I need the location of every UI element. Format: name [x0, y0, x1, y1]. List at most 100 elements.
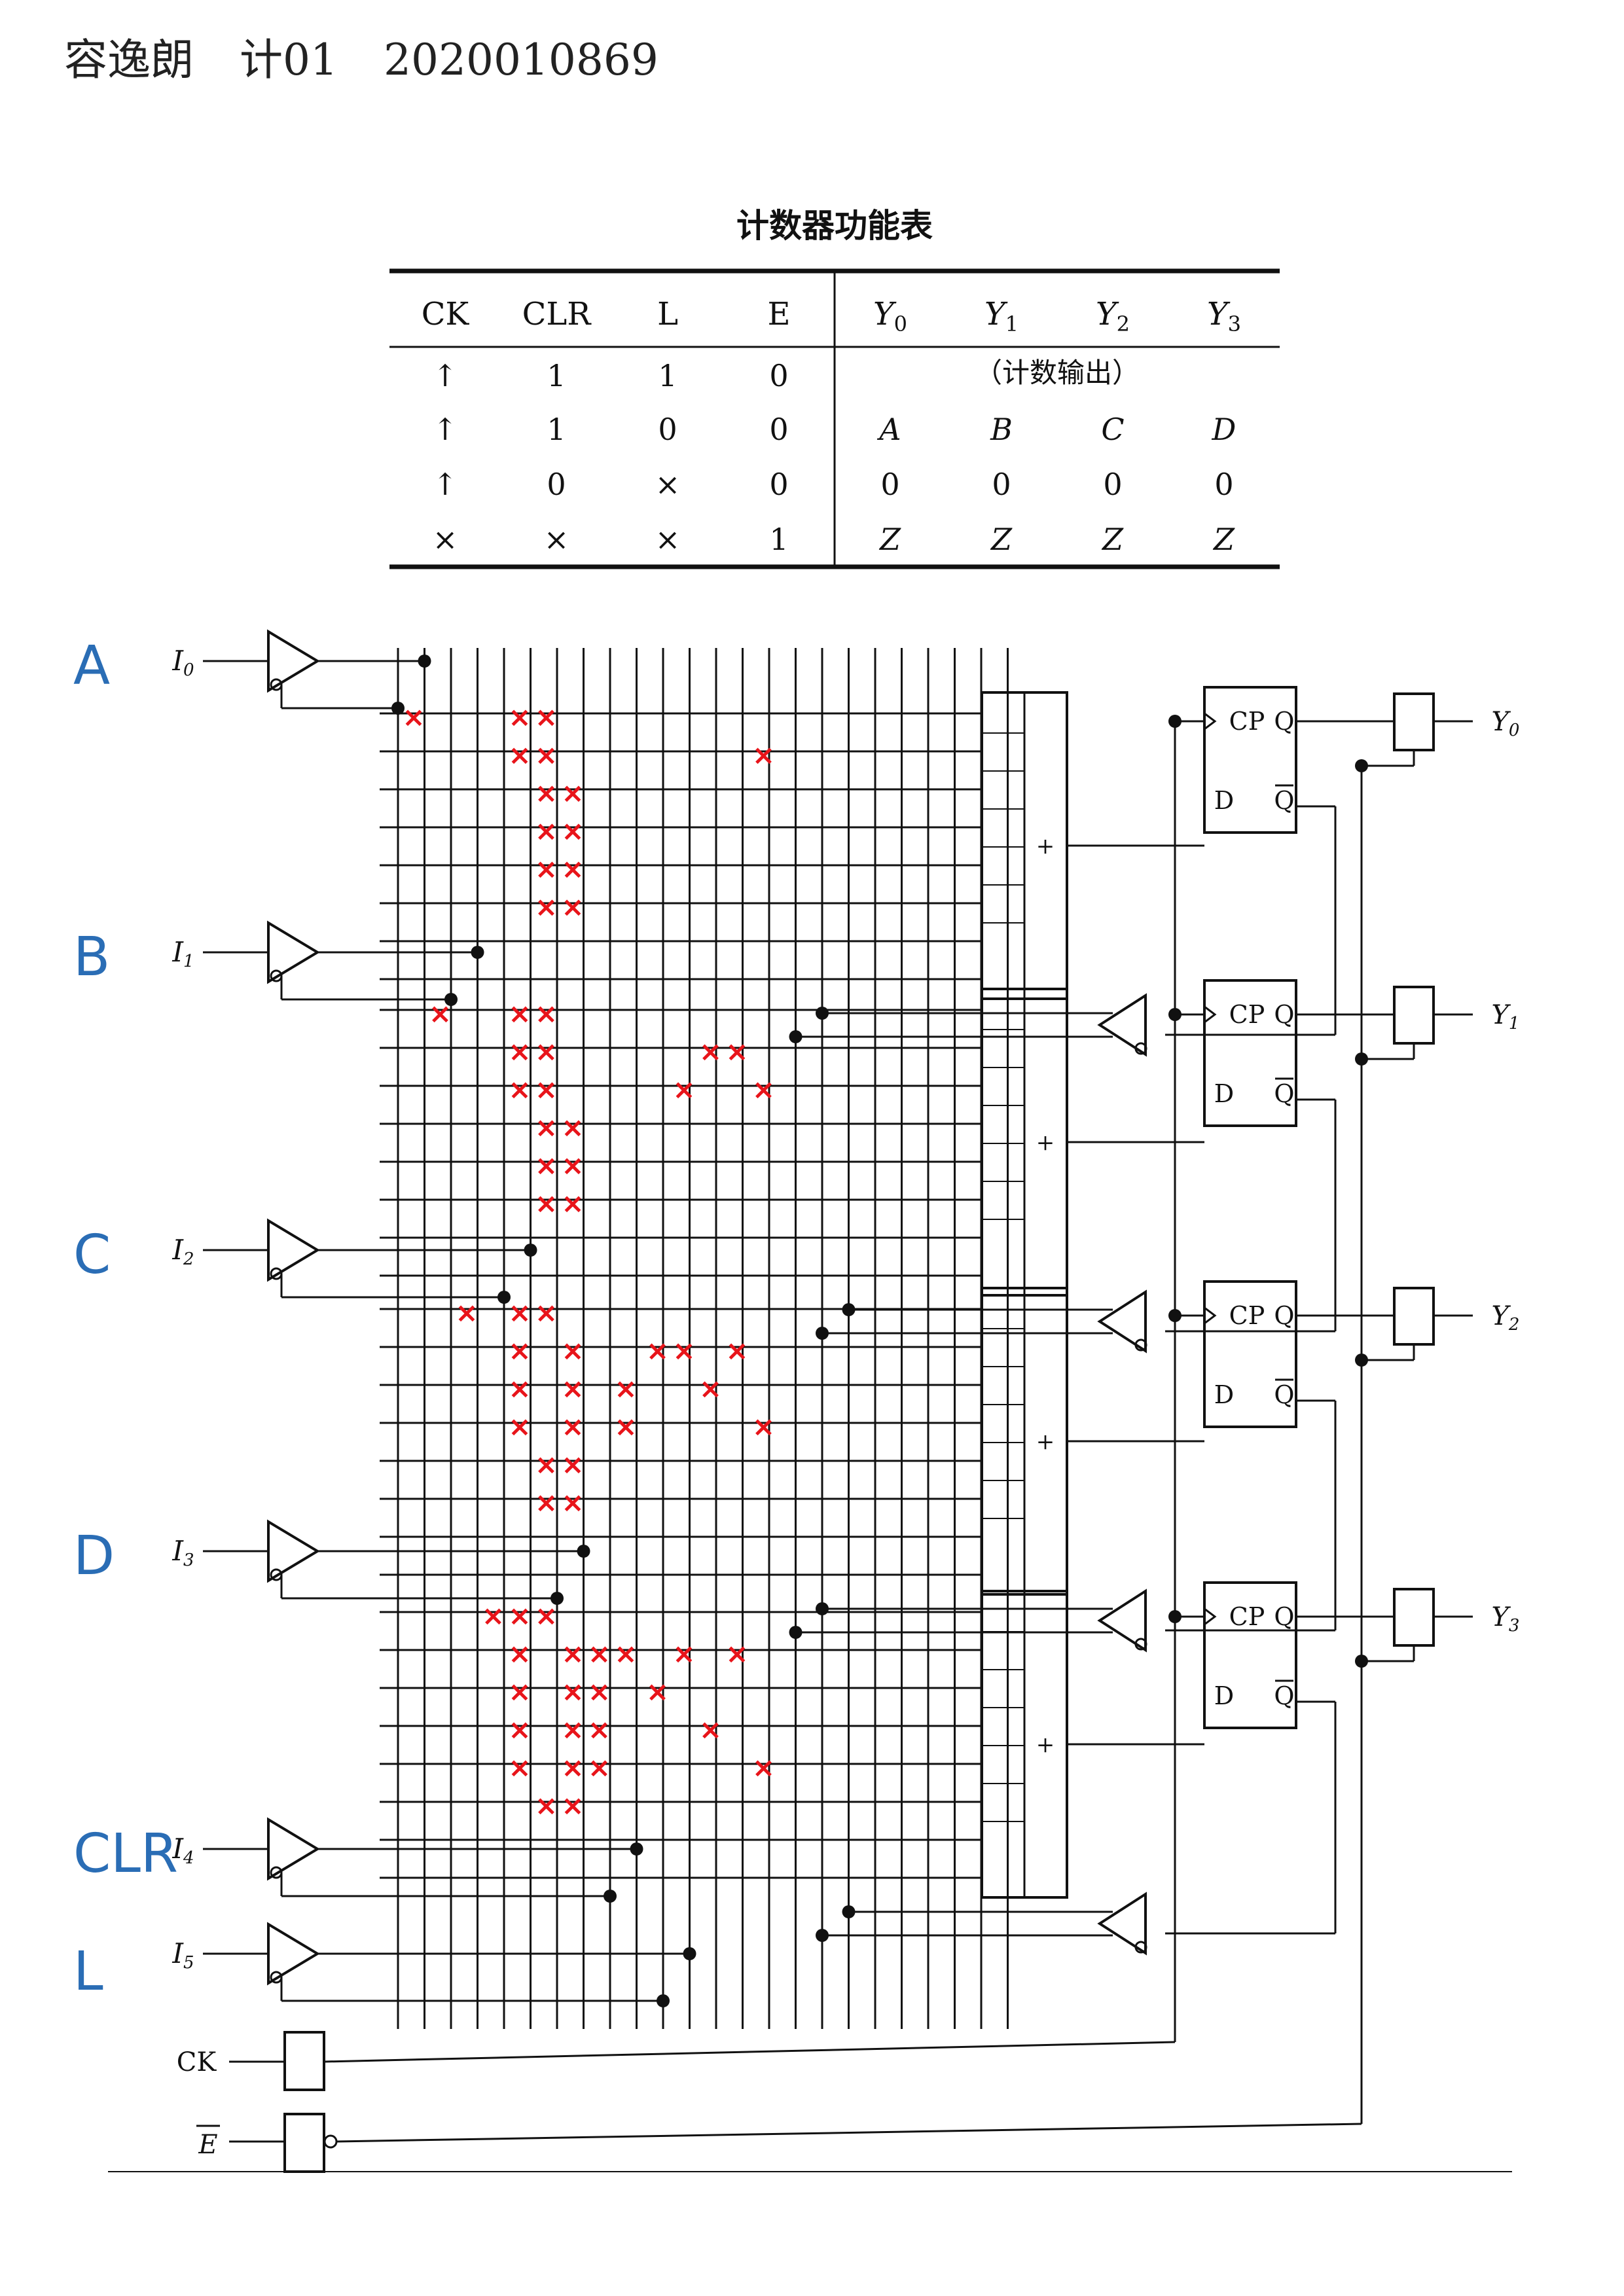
fuse-mark: ×	[508, 1297, 531, 1329]
e-label: E	[198, 2130, 217, 2160]
ff-qbar-label: Q	[1274, 1380, 1294, 1409]
fuse-mark: ×	[535, 1297, 558, 1329]
d-flipflop	[1203, 686, 1297, 834]
table-cell: ×	[655, 467, 681, 502]
fuse-mark: ×	[508, 1372, 531, 1405]
fuse-mark: ×	[535, 853, 558, 885]
junction-dot	[550, 1592, 564, 1605]
junction-dot	[816, 1929, 829, 1942]
table-cell: B	[990, 412, 1013, 447]
output-label-y2: Y2	[1492, 1301, 1520, 1335]
fuse-mark: ×	[646, 1676, 669, 1708]
ff-cp-label: CP	[1229, 1602, 1265, 1631]
fuse-mark: ×	[614, 1372, 637, 1405]
fuse-mark: ×	[535, 1073, 558, 1105]
fuse-mark: ×	[646, 1335, 669, 1367]
table-cell: Z	[1101, 522, 1124, 557]
table-cell: 1	[547, 412, 566, 447]
fuse-mark: ×	[508, 1638, 531, 1670]
input-buffer	[267, 1218, 320, 1282]
input-label-i2: I2	[171, 1234, 194, 1269]
clock-triangle	[1203, 711, 1217, 731]
blown-fuse-marks: ××××××××××××××××××××××××××××××××××××××××…	[402, 701, 775, 1821]
fuse-mark: ×	[588, 1751, 611, 1784]
table-cell: ↑	[433, 358, 458, 393]
annotation-clr: CLR	[73, 1823, 178, 1885]
table-cell: Z	[1212, 522, 1235, 557]
ff-d-label: D	[1214, 1380, 1234, 1409]
table-header-l: L	[657, 296, 678, 332]
fuse-mark: ×	[561, 1149, 584, 1181]
junction-dot	[391, 702, 405, 715]
invert-bubble	[1134, 1338, 1147, 1352]
output-buffer	[1393, 1287, 1435, 1346]
ff-cp-label: CP	[1229, 707, 1265, 736]
fuse-mark: ×	[535, 1149, 558, 1181]
table-header-y0: Y0	[873, 296, 907, 336]
d-flipflop	[1203, 1280, 1297, 1428]
fuse-mark: ×	[561, 777, 584, 809]
fuse-mark: ×	[508, 739, 531, 771]
ff-q-label: Q	[1274, 707, 1294, 736]
fuse-mark: ×	[561, 1335, 584, 1367]
fuse-mark: ×	[455, 1297, 478, 1329]
ff-cp-label: CP	[1229, 1000, 1265, 1029]
invert-bubble	[1134, 1941, 1147, 1954]
d-flipflop	[1203, 979, 1297, 1127]
fuse-mark: ×	[752, 1410, 775, 1443]
fuse-mark: ×	[535, 1448, 558, 1480]
input-label-i0: I0	[171, 645, 194, 680]
table-cell: 0	[1214, 467, 1233, 502]
table-cell: 0	[547, 467, 566, 502]
fuse-mark: ×	[561, 1638, 584, 1670]
feedback-buffer	[1097, 1892, 1147, 1956]
table-header-y2: Y2	[1096, 296, 1130, 336]
table-cell: 0	[880, 467, 899, 502]
fuse-mark: ×	[561, 1410, 584, 1443]
fuse-mark: ×	[561, 1448, 584, 1480]
fuse-mark: ×	[725, 1638, 748, 1670]
fuse-mark: ×	[535, 777, 558, 809]
input-buffer	[267, 629, 320, 693]
junction-dot	[657, 1994, 670, 2007]
fuse-mark: ×	[725, 1035, 748, 1067]
ff-cp-label: CP	[1229, 1301, 1265, 1330]
table-header-e: E	[767, 296, 790, 332]
d-flipflop	[1203, 1581, 1297, 1729]
junction-dot	[816, 1007, 829, 1020]
table-cell: ×	[544, 522, 569, 557]
e-wire	[336, 2123, 1362, 2143]
annotation-a: A	[73, 635, 110, 697]
junction-dot	[497, 1291, 511, 1304]
table-cell: ↑	[433, 412, 458, 447]
or-symbol: +	[1036, 1429, 1055, 1455]
junction-dot	[789, 1626, 803, 1639]
e-buffer	[283, 2113, 325, 2173]
fuse-mark: ×	[535, 891, 558, 923]
fuse-mark: ×	[672, 1335, 695, 1367]
junction-dot	[816, 1327, 829, 1340]
table-header-y3: Y3	[1207, 296, 1241, 336]
ff-q-label: Q	[1274, 1301, 1294, 1330]
fuse-mark: ×	[614, 1410, 637, 1443]
student-name: 容逸朗	[64, 35, 194, 85]
clock-triangle	[1203, 1607, 1217, 1626]
table-cell: D	[1212, 412, 1236, 447]
fuse-mark: ×	[752, 1751, 775, 1784]
fuse-mark: ×	[508, 1713, 531, 1746]
fuse-mark: ×	[535, 815, 558, 847]
annotation-c: C	[73, 1224, 111, 1286]
fuse-mark: ×	[561, 1372, 584, 1405]
junction-dot	[444, 993, 458, 1006]
ck-buffer	[283, 2031, 325, 2091]
junction-dot	[630, 1842, 643, 1856]
fuse-mark: ×	[672, 1638, 695, 1670]
ck-wire	[323, 2041, 1176, 2063]
table-cell: 1	[658, 358, 677, 393]
table-cell: ×	[433, 522, 458, 557]
student-id: 2020010869	[383, 35, 659, 85]
fuse-mark: ×	[672, 1073, 695, 1105]
